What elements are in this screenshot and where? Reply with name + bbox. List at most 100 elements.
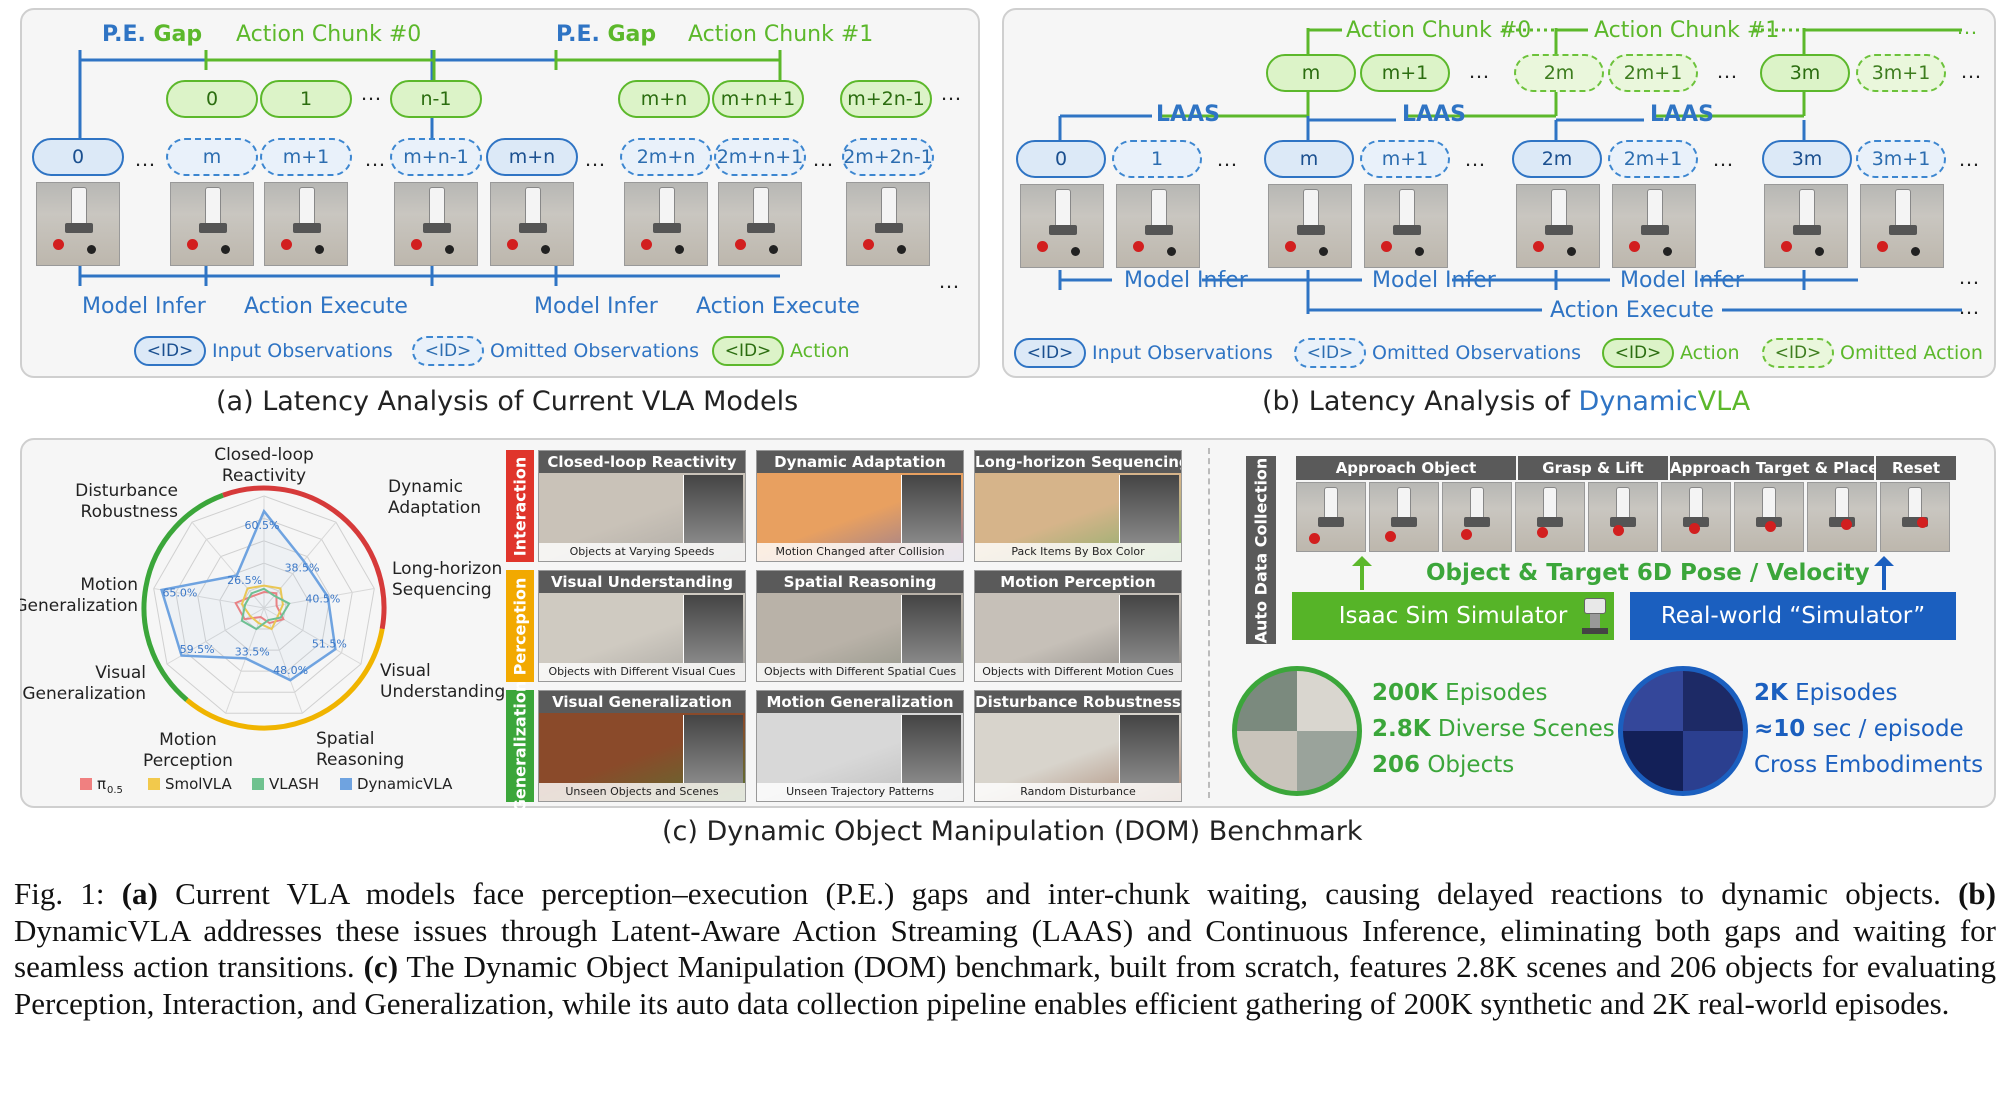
gap-text: Gap bbox=[153, 22, 203, 47]
real-world-label: Real-world “Simulator” bbox=[1660, 603, 1926, 629]
benchmark-cell-title: Long-horizon Sequencing bbox=[975, 451, 1182, 473]
observation-thumbnail bbox=[394, 182, 478, 266]
radar-series-DynamicVLA bbox=[159, 508, 337, 682]
action-pill: 2m bbox=[1514, 54, 1604, 92]
radar-axis-label: Motion bbox=[80, 575, 138, 595]
radar-axis-label: Visual bbox=[95, 663, 146, 683]
benchmark-cell-caption: Objects with Different Spatial Cues bbox=[757, 663, 963, 681]
radar-legend-swatch bbox=[252, 778, 264, 790]
stat-line: Cross Embodiments bbox=[1754, 752, 1983, 778]
radar-legend-subscript: 0.5 bbox=[107, 785, 123, 796]
benchmark-cell-caption: Objects with Different Motion Cues bbox=[975, 663, 1181, 681]
observation-thumbnail bbox=[718, 182, 802, 266]
observation-thumbnail bbox=[170, 182, 254, 266]
radar-chart: 60.5%38.5%40.5%51.5%48.0%33.5%59.5%65.0%… bbox=[20, 445, 505, 796]
pipeline-frame bbox=[1588, 482, 1658, 552]
legend-omitted-label: Omitted Observations bbox=[490, 340, 700, 362]
radar-value-label: 65.0% bbox=[162, 586, 197, 599]
pose-label: Object & Target 6D Pose / Velocity bbox=[1426, 560, 1870, 586]
pipeline-frame bbox=[1515, 482, 1585, 552]
benchmark-cell-title: Motion Generalization bbox=[757, 691, 963, 713]
dots: … bbox=[1464, 146, 1488, 171]
benchmark-cell-inset bbox=[683, 715, 743, 783]
observation-pill: 2m+2n-1 bbox=[842, 138, 934, 176]
dots: … bbox=[1958, 146, 1982, 171]
dots: … bbox=[1958, 294, 1982, 319]
benchmark-cell-title: Visual Understanding bbox=[539, 571, 745, 593]
observation-pill: m+n bbox=[486, 138, 578, 176]
legend-action-pill: <ID> bbox=[712, 336, 784, 366]
observation-pill: 1 bbox=[1112, 140, 1202, 178]
action-pill: n-1 bbox=[390, 80, 482, 118]
legend-action-label: Action bbox=[790, 340, 850, 362]
radar-series-SmolVLA bbox=[240, 584, 284, 631]
benchmark-cell-caption: Unseen Trajectory Patterns bbox=[757, 783, 963, 801]
caption-b-marker: (b) bbox=[1958, 876, 1996, 911]
radar-value-label: 51.5% bbox=[312, 637, 347, 650]
model-infer-label: Model Infer bbox=[1124, 268, 1248, 293]
radar-axis-label: Generalization bbox=[22, 684, 146, 704]
benchmark-cell-title: Dynamic Adaptation bbox=[757, 451, 963, 473]
radar-axis-label: Adaptation bbox=[388, 498, 481, 518]
legend-omitted-action-label: Omitted Action bbox=[1840, 342, 1983, 364]
observation-pill: m bbox=[1264, 140, 1354, 178]
legend-input-pill: <ID> bbox=[1014, 338, 1086, 368]
radar-axis-label: Reasoning bbox=[316, 750, 404, 770]
real-scenes-circle bbox=[1618, 666, 1748, 796]
observation-thumbnail bbox=[1860, 184, 1944, 268]
category-tag-interaction: Interaction bbox=[506, 450, 534, 562]
benchmark-cell-inset bbox=[901, 715, 961, 783]
stat-line: 206 Objects bbox=[1372, 752, 1514, 778]
observation-pill: 0 bbox=[1016, 140, 1106, 178]
fig-label: Fig. 1: bbox=[14, 876, 105, 911]
stat-label: Objects bbox=[1427, 752, 1515, 778]
panel-a-lines bbox=[78, 50, 782, 286]
observation-thumbnail bbox=[1020, 184, 1104, 268]
observation-pill: m+n-1 bbox=[390, 138, 482, 176]
observation-pill: 3m bbox=[1762, 140, 1852, 178]
benchmark-cell-caption: Random Disturbance bbox=[975, 783, 1181, 801]
radar-grid-ring bbox=[219, 562, 309, 651]
pipeline-frame bbox=[1369, 482, 1439, 552]
model-infer-label: Model Infer bbox=[1372, 268, 1496, 293]
radar-legend-label: π bbox=[97, 775, 106, 793]
pe-text: P.E. bbox=[102, 22, 146, 47]
figure-caption: Fig. 1: (a) Current VLA models face perc… bbox=[14, 876, 1996, 1022]
radar-value-label: 59.5% bbox=[180, 643, 215, 656]
action-pill: m+1 bbox=[1360, 54, 1450, 92]
dots: … bbox=[1958, 264, 1982, 289]
pipeline-frame bbox=[1807, 482, 1877, 552]
observation-thumbnail bbox=[1764, 184, 1848, 268]
radar-axis-label: Sequencing bbox=[392, 580, 492, 600]
dots: … bbox=[812, 146, 836, 171]
chunk0-label-b: Action Chunk #0 bbox=[1346, 18, 1532, 43]
benchmark-cell-title: Visual Generalization bbox=[539, 691, 745, 713]
legend-action-label: Action bbox=[1680, 342, 1740, 364]
stat-line: 200K Episodes bbox=[1372, 680, 1547, 706]
observation-thumbnail bbox=[1516, 184, 1600, 268]
radar-spoke bbox=[263, 607, 303, 714]
real-world-box: Real-world “Simulator” bbox=[1630, 592, 1956, 640]
auto-data-tag: Auto Data Collection bbox=[1246, 456, 1276, 644]
category-tag-perception: Perception bbox=[506, 570, 534, 682]
observation-pill: m bbox=[166, 138, 258, 176]
benchmark-cell-title: Spatial Reasoning bbox=[757, 571, 963, 593]
category-tag-text: Interaction bbox=[510, 456, 530, 556]
radar-value-label: 48.0% bbox=[273, 664, 308, 677]
radar-axis-label: Understanding bbox=[380, 682, 505, 702]
radar-axis-label: Motion bbox=[159, 730, 217, 750]
radar-axis-label: Long-horizon bbox=[392, 559, 502, 579]
dots: … bbox=[1216, 146, 1240, 171]
action-pill: m+n+1 bbox=[712, 80, 804, 118]
stat-line: ≈10 sec / episode bbox=[1754, 716, 1964, 742]
legend-omitted-action-pill: <ID> bbox=[1762, 338, 1834, 368]
benchmark-cell-inset bbox=[901, 475, 961, 543]
radar-axis-label: Generalization bbox=[20, 596, 138, 616]
radar-ring-arc bbox=[185, 628, 385, 731]
caption-b-text: DynamicVLA addresses these issues throug… bbox=[14, 912, 1996, 985]
panel-c-divider bbox=[1208, 448, 1210, 798]
radar-value-label: 33.5% bbox=[235, 645, 270, 658]
laas-label: LAAS bbox=[1156, 102, 1220, 127]
